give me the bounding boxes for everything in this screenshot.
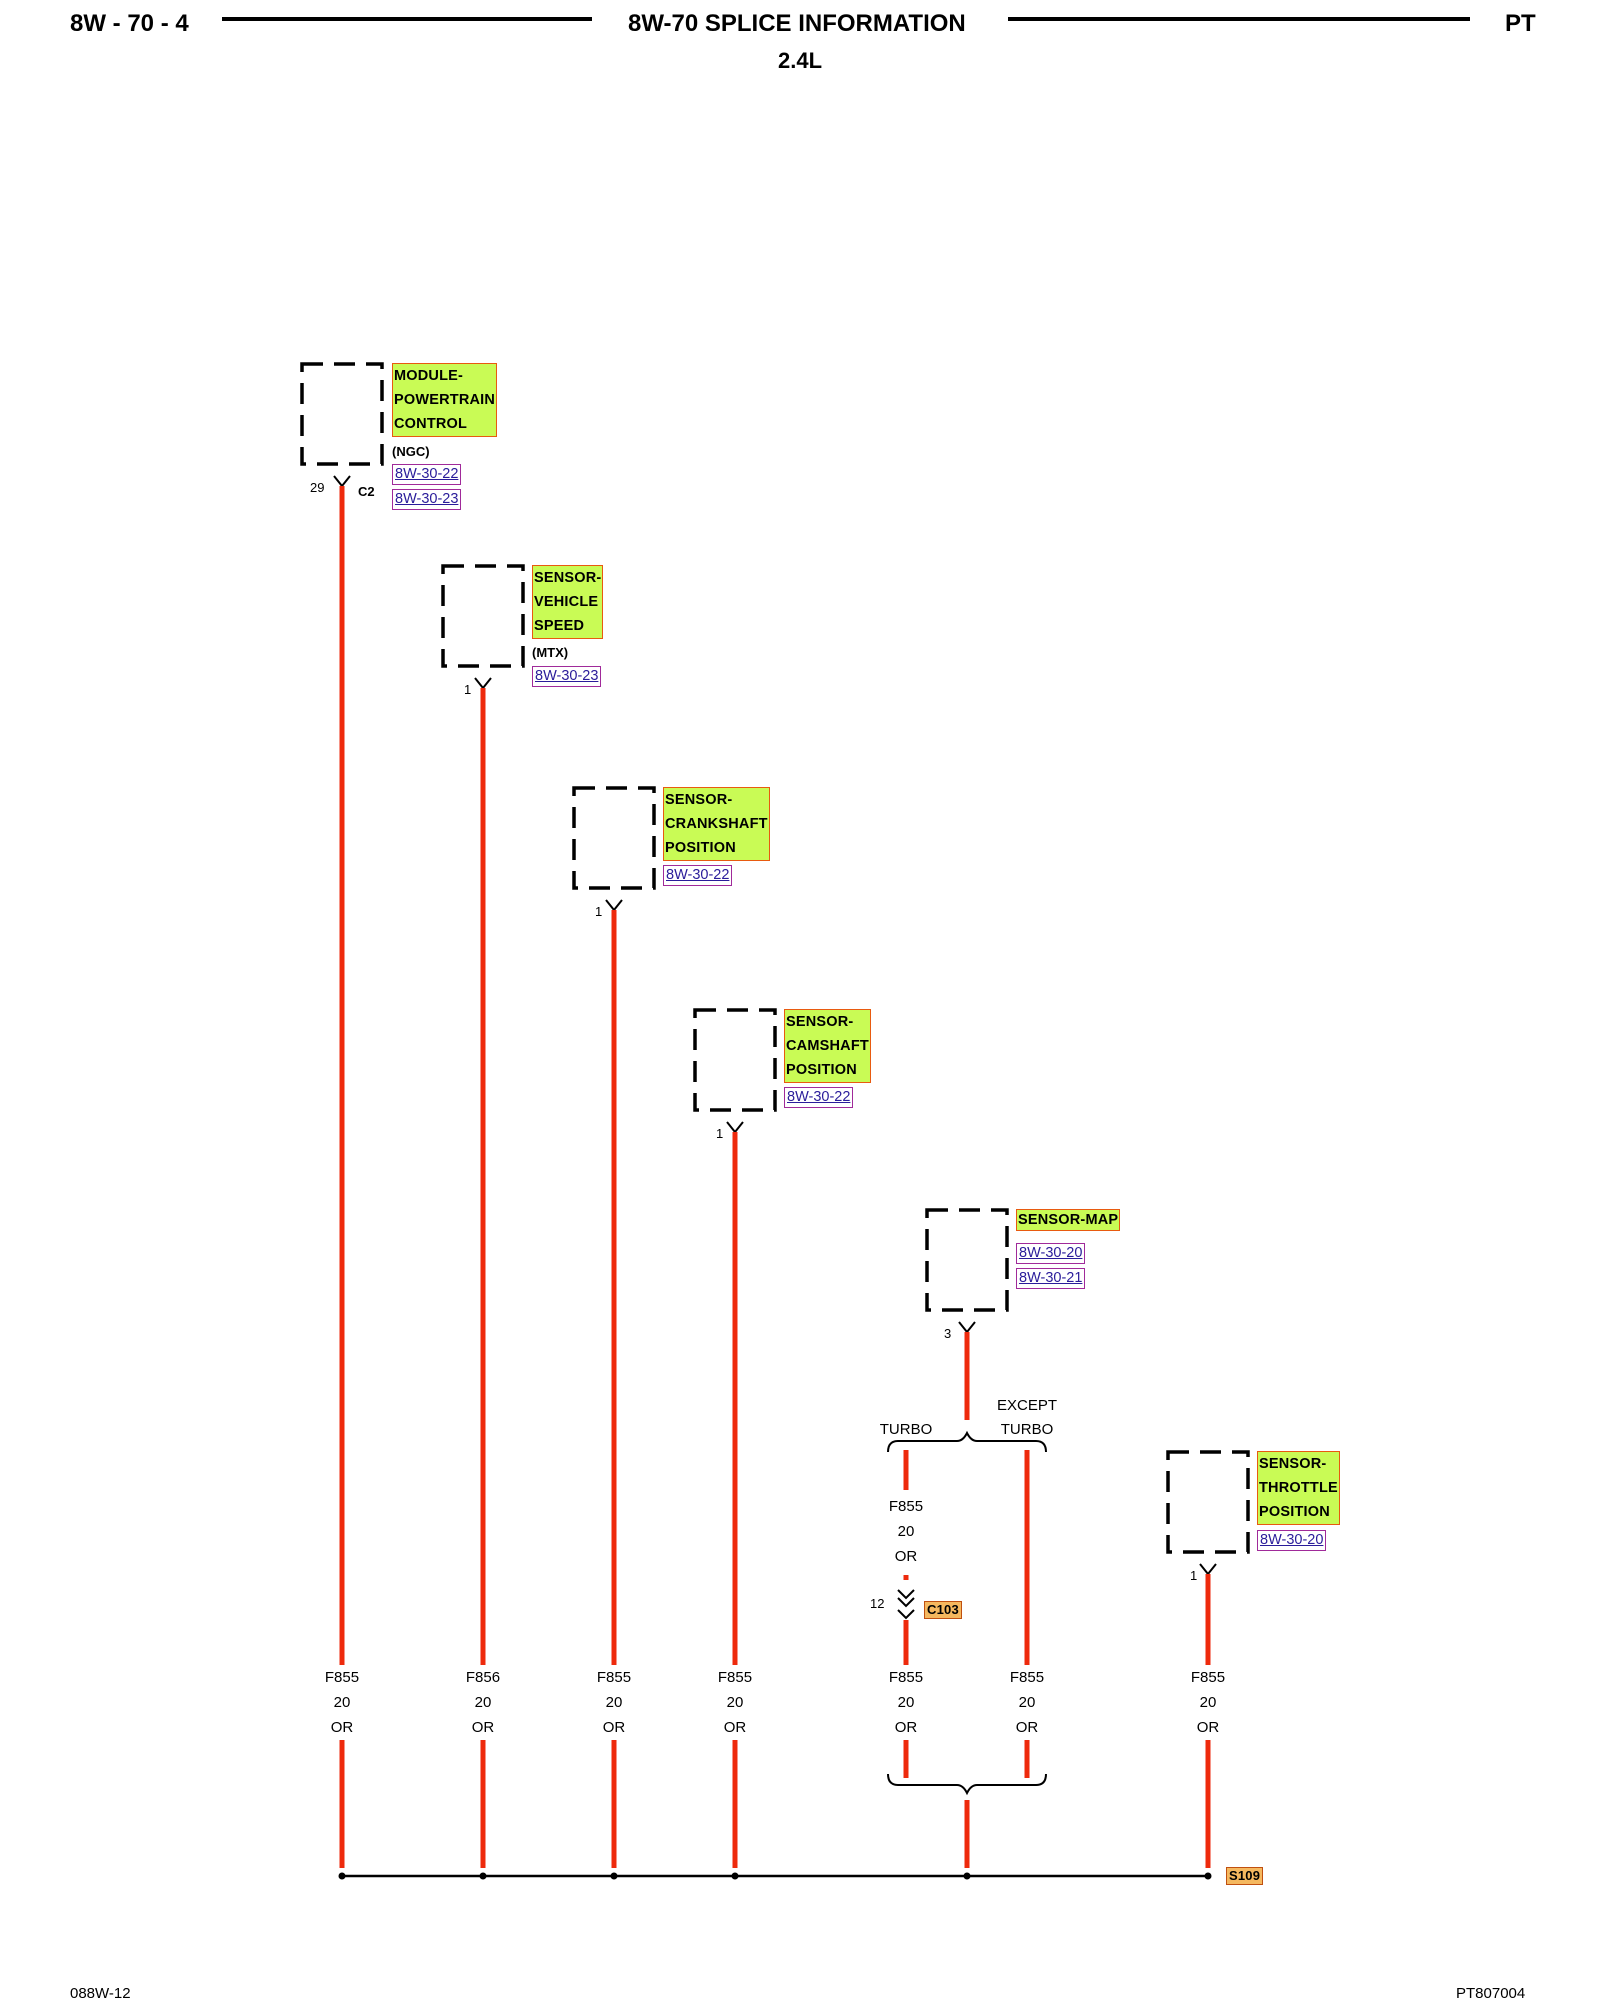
component-box-ckp (572, 786, 656, 890)
wire-color: OR (894, 1548, 918, 1565)
ref-link[interactable]: 8W-30-22 (784, 1087, 854, 1108)
ref-link[interactable]: 8W-30-23 (532, 666, 602, 687)
note-mtx: (MTX) (532, 645, 569, 660)
inline-connector-label: C103 (924, 1601, 962, 1619)
footer-document-id: PT807004 (1456, 1985, 1526, 2002)
label-vehicle-speed-sensor: SENSOR- VEHICLE SPEED (532, 565, 604, 639)
ref-link[interactable]: 8W-30-22 (663, 865, 733, 886)
wire-color: OR (1015, 1719, 1039, 1736)
page-number: 8W - 70 - 4 (70, 10, 189, 37)
connector-id: C2 (358, 484, 375, 499)
wire-label-map-turbo: F855 20 OR (876, 1665, 936, 1740)
wire-label-ckp: F855 20 OR (584, 1665, 644, 1740)
wire-circuit: F855 (888, 1669, 924, 1686)
wire-gauge: 20 (897, 1523, 915, 1540)
condition-turbo: TURBO (879, 1421, 933, 1438)
page-title: 8W-70 SPLICE INFORMATION (628, 10, 966, 37)
pin-number: 1 (716, 1126, 724, 1141)
wire-circuit: F855 (324, 1669, 360, 1686)
wire-gauge: 20 (605, 1694, 623, 1711)
wire-circuit: F855 (1009, 1669, 1045, 1686)
label-throttle-position-sensor: SENSOR- THROTTLE POSITION (1257, 1451, 1340, 1525)
model-code: PT (1505, 10, 1536, 37)
wire-gauge: 20 (1199, 1694, 1217, 1711)
component-box-pcm (300, 362, 384, 466)
label-powertrain-control-module: MODULE- POWERTRAIN CONTROL (392, 363, 498, 437)
wire-label-map-except-turbo: F855 20 OR (997, 1665, 1057, 1740)
engine-subtitle: 2.4L (778, 48, 823, 73)
wire-color: OR (1196, 1719, 1220, 1736)
wire-segments (339, 486, 1211, 1868)
wire-label-turbo: F855 20 OR (876, 1494, 936, 1569)
ref-link[interactable]: 8W-30-21 (1016, 1268, 1086, 1289)
wire-circuit: F855 (717, 1669, 753, 1686)
wire-label-vss: F856 20 OR (453, 1665, 513, 1740)
note-ngc: (NGC) (392, 444, 430, 459)
component-box-tps (1166, 1450, 1250, 1554)
wire-color: OR (330, 1719, 354, 1736)
condition-except-turbo: EXCEPT TURBO (996, 1397, 1057, 1438)
ref-link[interactable]: 8W-30-22 (392, 464, 462, 485)
component-box-vss (441, 564, 525, 668)
wire-gauge: 20 (1018, 1694, 1036, 1711)
inline-connector-pin: 12 (870, 1596, 885, 1611)
wire-circuit: F855 (1190, 1669, 1226, 1686)
footer-figure-code: 088W-12 (70, 1985, 131, 2002)
pin-number: 1 (595, 904, 603, 919)
wire-color: OR (894, 1719, 918, 1736)
wire-circuit: F855 (888, 1498, 924, 1515)
label-camshaft-position-sensor: SENSOR- CAMSHAFT POSITION (784, 1009, 871, 1083)
wire-circuit: F855 (596, 1669, 632, 1686)
ref-link[interactable]: 8W-30-20 (1257, 1530, 1327, 1551)
wire-gauge: 20 (897, 1694, 915, 1711)
wire-color: OR (471, 1719, 495, 1736)
pin-number: 29 (310, 480, 325, 495)
ref-link[interactable]: 8W-30-20 (1016, 1243, 1086, 1264)
inline-connector-symbol (897, 1589, 915, 1620)
label-map-sensor: SENSOR-MAP (1016, 1209, 1121, 1231)
variant-brace-top (887, 1430, 1047, 1453)
wire-gauge: 20 (726, 1694, 744, 1711)
pin-number: 3 (944, 1326, 952, 1341)
wire-label-tps: F855 20 OR (1178, 1665, 1238, 1740)
wire-color: OR (723, 1719, 747, 1736)
label-crankshaft-position-sensor: SENSOR- CRANKSHAFT POSITION (663, 787, 770, 861)
ref-link[interactable]: 8W-30-23 (392, 489, 462, 510)
pin-number: 1 (1190, 1568, 1198, 1583)
wire-label-cmp: F855 20 OR (705, 1665, 765, 1740)
splice-points (338, 1872, 1212, 1880)
wire-label-pcm: F855 20 OR (312, 1665, 372, 1740)
wire-color: OR (602, 1719, 626, 1736)
component-box-cmp (693, 1008, 777, 1112)
wire-gauge: 20 (333, 1694, 351, 1711)
header-rule-left (222, 17, 592, 21)
component-box-map (925, 1208, 1009, 1312)
wire-circuit: F856 (465, 1669, 501, 1686)
variant-brace-bottom (887, 1773, 1047, 1796)
header-rule-right (1008, 17, 1470, 21)
pin-number: 1 (464, 682, 472, 697)
splice-label: S109 (1226, 1867, 1264, 1885)
wire-gauge: 20 (474, 1694, 492, 1711)
terminal-symbols (333, 475, 1217, 1576)
